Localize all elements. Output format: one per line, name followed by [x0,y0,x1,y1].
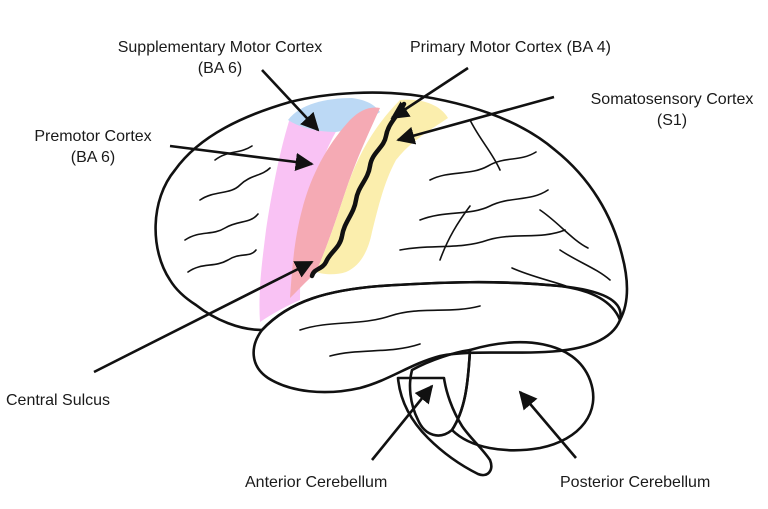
arrow-central-sulcus [93,260,314,374]
central-sulcus-line [309,101,407,279]
arrow-anterior-cerebellum [370,384,434,461]
brain-stem [396,376,493,477]
supplementary-motor-label: Supplementary Motor Cortex (BA 6) [100,37,340,79]
arrow-supplementary-motor [261,69,320,132]
premotor-label-line2: (BA 6) [70,149,116,166]
arrow-premotor [169,144,314,171]
somatosensory-label-line2: (S1) [656,112,688,129]
cerebrum-outline [154,91,629,332]
posterior-cerebellum-label: Posterior Cerebellum [560,474,711,491]
arrow-primary-motor [390,66,469,120]
primary-motor-label: Primary Motor Cortex (BA 4) [410,39,611,56]
premotor-label-line1: Premotor Cortex [34,128,152,145]
somatosensory-region [316,99,448,275]
arrow-posterior-cerebellum [518,390,577,459]
supplementary-motor-label-line1: Supplementary Motor Cortex [117,39,323,56]
somatosensory-label-line1: Somatosensory Cortex [590,91,754,108]
brain-folds [184,119,611,357]
arrow-somatosensory [396,95,555,145]
central-sulcus-label: Central Sulcus [6,392,111,409]
primary-motor-region [290,107,380,298]
premotor-label: Premotor Cortex (BA 6) [20,126,166,168]
supplementary-motor-label-line2: (BA 6) [197,60,243,77]
somatosensory-label: Somatosensory Cortex (S1) [580,89,764,131]
anterior-cerebellum-label: Anterior Cerebellum [245,474,388,491]
